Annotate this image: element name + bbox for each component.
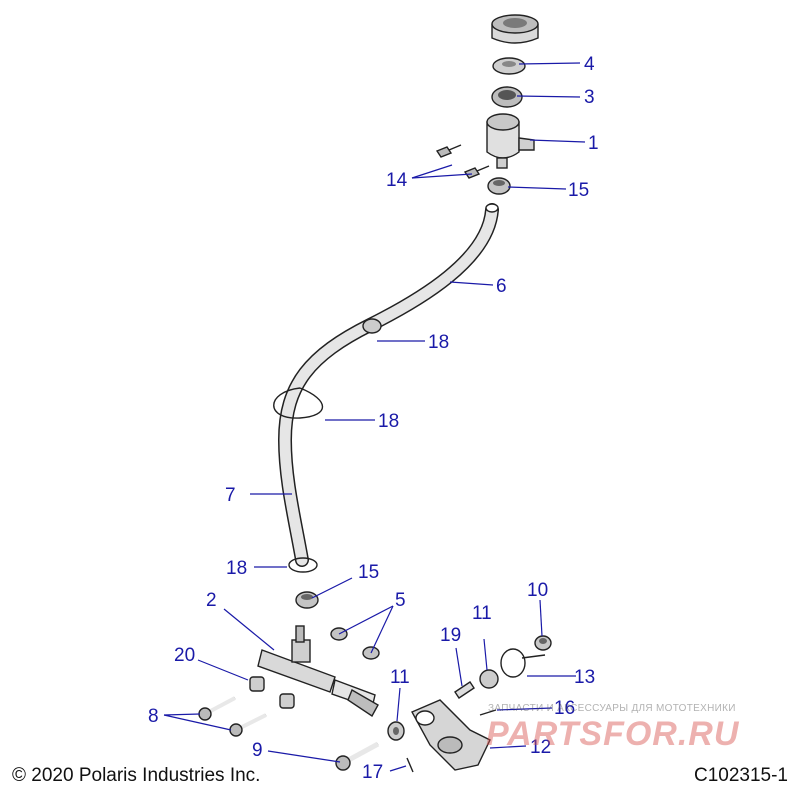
cotter-pin [406,757,414,773]
callout-16: 16 [554,698,575,719]
hose-clamp-top [487,177,511,195]
callout-18-lower: 18 [226,558,247,579]
callout-13: 13 [574,667,595,688]
callout-3: 3 [584,87,595,108]
pedal-pin [454,669,499,699]
callout-10: 10 [527,580,548,601]
callout-18-middle: 18 [378,411,399,432]
reservoir-cap [491,14,539,44]
callout-8: 8 [148,706,159,727]
callout-12: 12 [530,737,551,758]
hose-clamp-bottom [295,591,319,609]
callout-15-top: 15 [568,180,589,201]
leader-lines [163,62,586,772]
callout-4: 4 [584,54,595,75]
watermark-logo: PARTSFOR.RU [486,715,740,753]
callout-17: 17 [362,762,383,783]
master-cylinder [257,625,379,718]
hose-clips [273,318,382,573]
callout-7: 7 [225,485,236,506]
watermark: ЗАПЧАСТИ И АКСЕССУАРЫ ДЛЯ МОТОТЕХНИКИ PA… [482,703,782,753]
copyright-notice: © 2020 Polaris Industries Inc. [12,765,261,786]
diagram-id: C102315-1 [693,765,788,786]
callout-labels: 1 2 3 4 5 6 7 8 9 10 11 11 12 13 14 15 1… [148,54,599,783]
screw [479,709,497,716]
callout-14: 14 [386,170,408,191]
callout-5: 5 [395,590,406,611]
clutch-hose [277,203,499,567]
pedal-bracket [411,699,491,771]
callout-11-right: 11 [472,603,492,624]
return-spring [500,648,546,678]
washer [387,721,405,741]
reservoir-screws [435,144,490,179]
fluid-reservoir [486,113,535,169]
callout-6: 6 [496,276,507,297]
callout-1: 1 [588,133,599,154]
grommet [534,635,552,651]
watermark-tagline: ЗАПЧАСТИ И АКСЕССУАРЫ ДЛЯ МОТОТЕХНИКИ [488,703,736,714]
diaphragm-plate [492,57,526,75]
callout-18-upper: 18 [428,332,449,353]
callout-9: 9 [252,740,263,761]
callout-19: 19 [440,625,461,646]
callout-11-left: 11 [390,667,410,688]
callout-20: 20 [174,645,195,666]
callout-15-bottom: 15 [358,562,379,583]
diaphragm [491,86,523,108]
callout-2: 2 [206,590,217,611]
bushings [249,676,295,709]
nuts [330,627,380,660]
bolts [198,696,380,771]
